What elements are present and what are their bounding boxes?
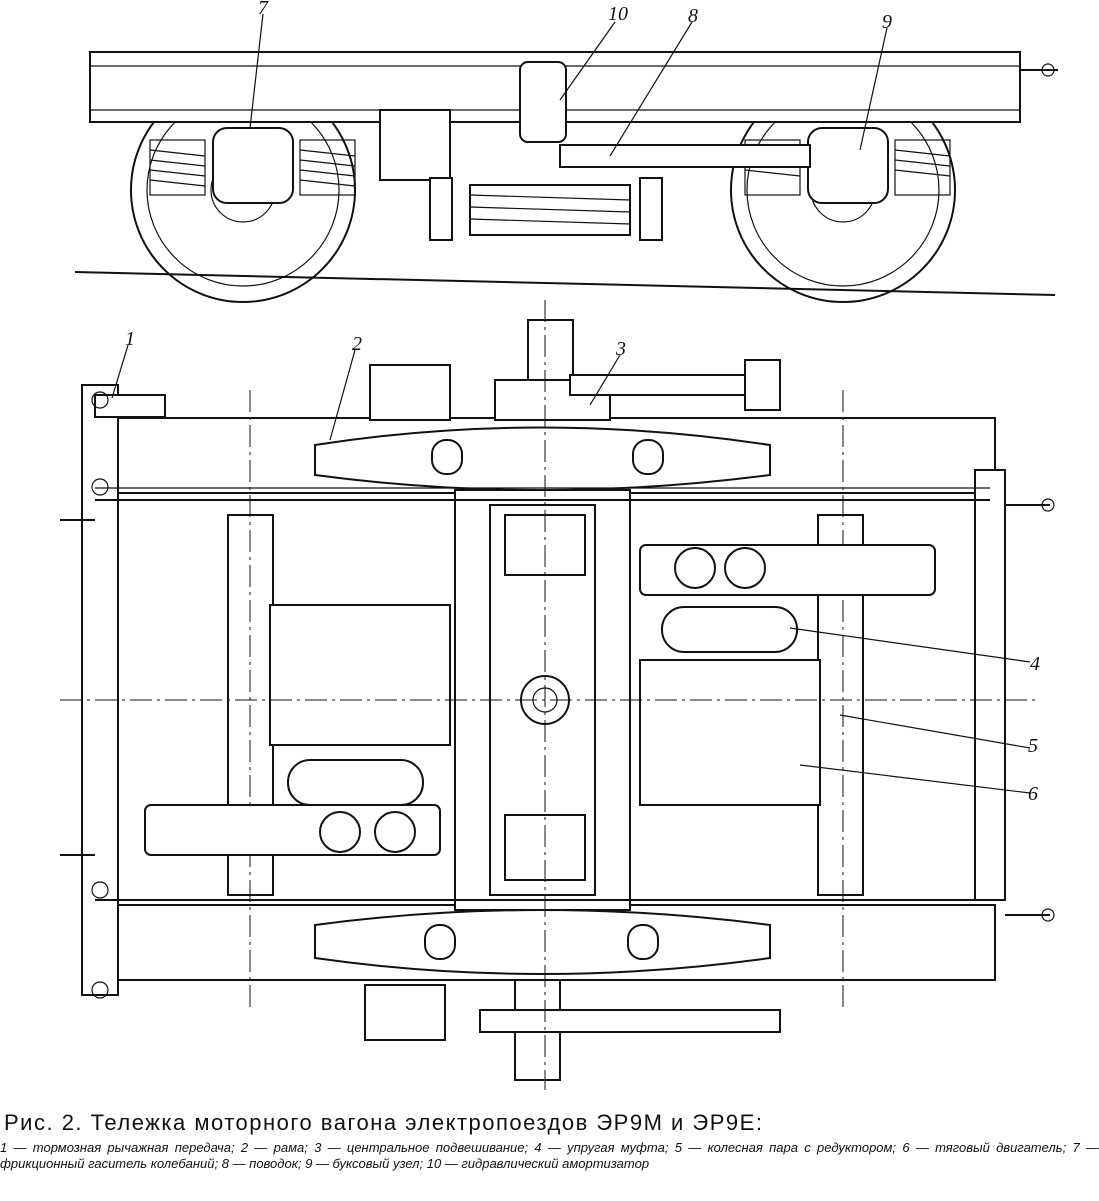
end-beam-left xyxy=(81,384,119,996)
gear-lower-1 xyxy=(319,811,361,853)
plan-side-beam-top xyxy=(94,417,996,494)
coupler-right xyxy=(1020,63,1058,77)
caption-legend: 1 — тормозная рычажная передача; 2 — рам… xyxy=(0,1140,1099,1171)
central-suspension-bottom xyxy=(479,979,781,1081)
traction-rod xyxy=(559,144,811,168)
brake-cylinder-top xyxy=(369,364,451,421)
left-axle-box xyxy=(212,127,294,204)
figure-caption: Рис. 2. Тележка моторного вагона электро… xyxy=(0,1110,1099,1201)
callout-6: 6 xyxy=(1028,783,1038,805)
plan-view xyxy=(60,300,1055,1090)
traction-motor-upper xyxy=(639,544,936,596)
elastic-coupling-upper xyxy=(661,606,798,653)
callout-10: 10 xyxy=(608,3,628,25)
callout-2: 2 xyxy=(352,333,362,355)
brake-lever-assembly xyxy=(91,391,166,999)
callout-9: 9 xyxy=(882,11,892,33)
central-suspension-top xyxy=(494,319,781,421)
callout-8: 8 xyxy=(688,5,698,27)
callout-7: 7 xyxy=(258,0,269,19)
gear-upper-1 xyxy=(674,547,716,589)
end-beam-right xyxy=(974,469,1006,901)
central-springs xyxy=(469,184,631,236)
callout-4: 4 xyxy=(1030,653,1040,675)
right-axle-box xyxy=(807,127,889,204)
gear-lower-2 xyxy=(374,811,416,853)
left-axle-springs xyxy=(149,139,356,196)
callout-5: 5 xyxy=(1028,735,1038,757)
brake-cylinder-side xyxy=(379,109,451,181)
callout-3: 3 xyxy=(615,338,626,360)
plan-couplers xyxy=(60,498,1055,922)
caption-title: Рис. 2. Тележка моторного вагона электро… xyxy=(4,1110,764,1135)
traction-motor-box-left xyxy=(269,604,451,746)
callout-1: 1 xyxy=(125,328,135,350)
traction-motor-box-right xyxy=(639,659,821,806)
elastic-coupling-lower xyxy=(287,759,424,806)
hydraulic-damper xyxy=(519,61,567,143)
side-view xyxy=(74,13,1058,303)
gear-upper-2 xyxy=(724,547,766,589)
bogie-drawing: 7 10 8 9 1 2 3 4 5 6 xyxy=(60,0,1058,1090)
traction-motor-lower xyxy=(144,804,441,856)
brake-cylinder-bottom xyxy=(364,984,446,1041)
